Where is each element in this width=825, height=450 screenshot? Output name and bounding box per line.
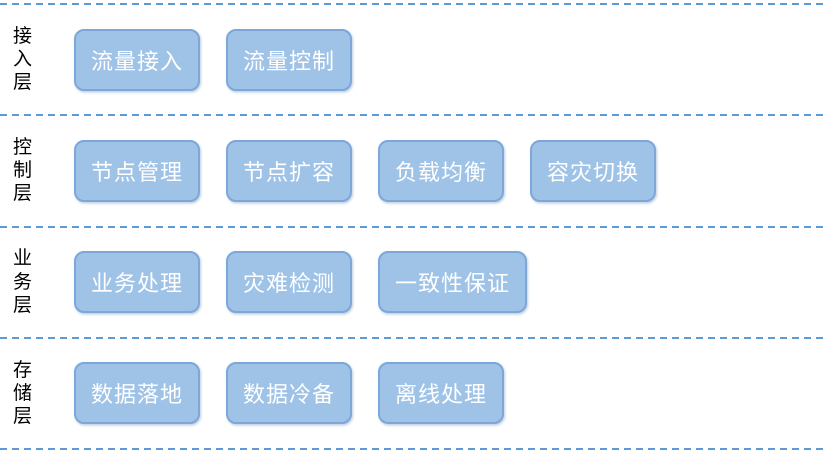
module-box: 数据落地 [74,362,201,425]
layer-divider [0,225,825,228]
layer-divider [0,3,825,5]
module-box: 容灾切换 [530,139,657,202]
layer-label: 控制层 [13,137,33,205]
module-box: 业务处理 [74,251,201,314]
module-box: 流量接入 [74,28,201,91]
layer-boxes: 节点管理 节点扩容 负载均衡 容灾切换 [74,139,657,202]
layer-divider [0,448,825,450]
layer-row: 业务层 业务处理 灾难检测 一致性保证 [0,228,825,337]
layer-boxes: 业务处理 灾难检测 一致性保证 [74,251,528,314]
module-box: 离线处理 [378,362,505,425]
layer-boxes: 流量接入 流量控制 [74,28,353,91]
layer-row: 接入层 流量接入 流量控制 [0,5,825,114]
layer-label: 存储层 [13,359,33,427]
layer-divider [0,114,825,117]
module-box: 灾难检测 [226,251,353,314]
layer-divider [0,336,825,339]
layer-row: 存储层 数据落地 数据冷备 离线处理 [0,339,825,448]
module-box: 节点扩容 [226,139,353,202]
module-box: 节点管理 [74,139,201,202]
module-box: 负载均衡 [378,139,505,202]
module-box: 流量控制 [226,28,353,91]
layer-label: 业务层 [13,248,33,316]
layer-boxes: 数据落地 数据冷备 离线处理 [74,362,505,425]
layer-label: 接入层 [13,25,33,94]
module-box: 一致性保证 [378,251,528,314]
layer-row: 控制层 节点管理 节点扩容 负载均衡 容灾切换 [0,116,825,225]
module-box: 数据冷备 [226,362,353,425]
